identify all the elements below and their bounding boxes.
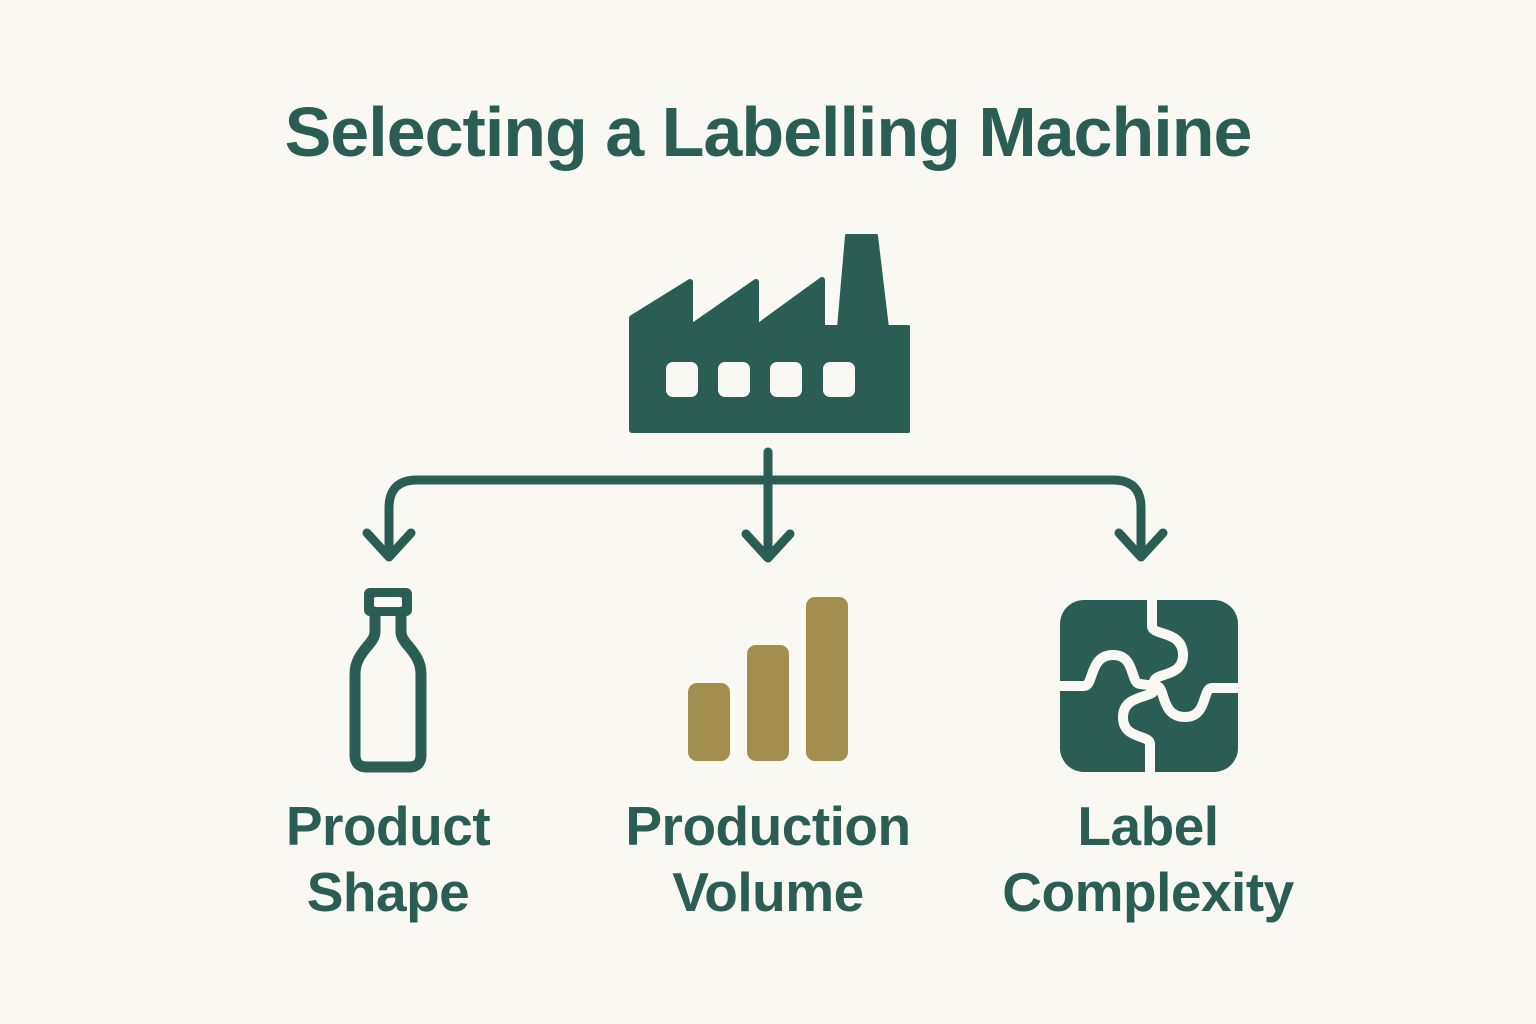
connector-horizontal-right <box>763 475 1146 557</box>
factory-window <box>823 362 855 397</box>
bar-small <box>688 683 730 761</box>
puzzle-icon-svg <box>1053 593 1245 779</box>
branch-label-label-complexity: Label Complexity <box>1002 795 1294 923</box>
page-title: Selecting a Labelling Machine <box>284 93 1253 171</box>
arrow-down-icon <box>741 529 795 563</box>
bottle-body <box>349 610 427 773</box>
connector-horizontal-left <box>384 475 773 557</box>
bottle-icon-svg <box>349 588 427 773</box>
arrow-down-icon <box>362 528 416 562</box>
factory-window <box>718 362 750 397</box>
factory-icon-svg <box>629 233 911 433</box>
arrow-down-icon <box>1114 528 1168 562</box>
bar-large <box>806 597 848 761</box>
bar-chart-icon <box>686 595 850 765</box>
factory-body <box>629 233 911 433</box>
bar-chart-icon-svg <box>688 597 848 761</box>
factory-window <box>666 362 698 397</box>
branch-label-product-shape: Product Shape <box>285 795 491 923</box>
bottle-cap-slot <box>374 597 402 607</box>
bottle-icon <box>346 586 430 778</box>
branch-label-production-volume: Production Volume <box>625 795 911 923</box>
puzzle-icon <box>1053 593 1245 779</box>
bar-medium <box>747 645 789 761</box>
puzzle-cut-horizontal <box>1053 650 1245 722</box>
factory-window <box>770 362 802 397</box>
branch-connector <box>362 447 1168 563</box>
factory-icon <box>626 233 911 434</box>
